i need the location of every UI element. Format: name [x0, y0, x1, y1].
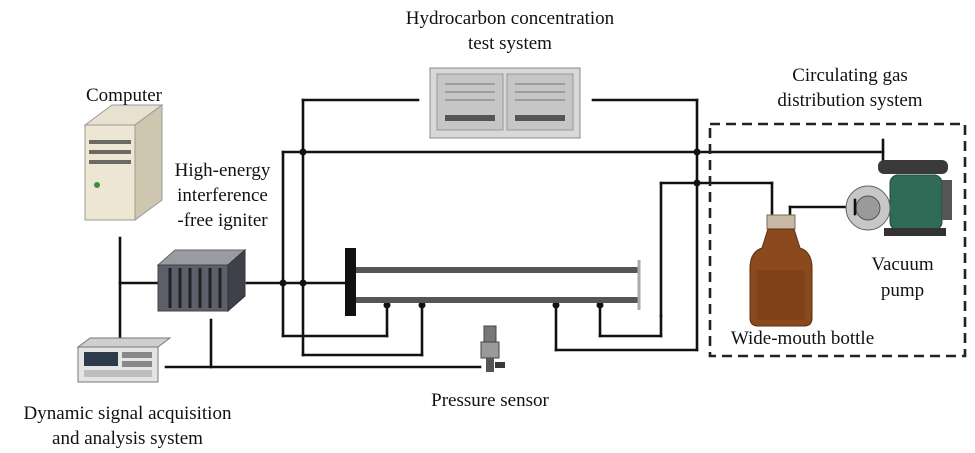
circulating-label-line1: Circulating gas [792, 65, 908, 86]
hydrocarbon-label-line2: test system [468, 33, 552, 54]
vacuum-pump-device [845, 160, 952, 236]
circulating-system-boundary [708, 122, 967, 358]
pressure-sensor-device [480, 325, 505, 372]
igniter-device [156, 248, 247, 313]
vacuum-pump-label-line1: Vacuum [871, 254, 934, 275]
hydrocarbon-label-line1: Hydrocarbon concentration [405, 8, 615, 29]
igniter-label-line2: interference [177, 185, 268, 206]
hydrocarbon-test-system-device [429, 67, 581, 139]
computer-device [83, 104, 164, 221]
daq-label-line1: Dynamic signal acquisition [23, 403, 232, 424]
wiring [118, 98, 885, 369]
daq-device [76, 337, 172, 383]
vacuum-pump-label-line2: pump [880, 280, 925, 301]
wide-mouth-bottle-label: Wide-mouth bottle [730, 328, 875, 349]
daq-label-line2: and analysis system [52, 428, 203, 449]
igniter-label-line1: High-energy [174, 160, 271, 181]
pressure-sensor-label: Pressure sensor [431, 390, 549, 411]
circulating-label-line2: distribution system [777, 90, 923, 111]
wide-mouth-bottle-device [749, 214, 813, 327]
computer-label: Computer [86, 85, 162, 106]
junction-dots [279, 148, 701, 309]
combustion-tube [345, 248, 641, 316]
igniter-label-line3: -free igniter [177, 210, 268, 231]
